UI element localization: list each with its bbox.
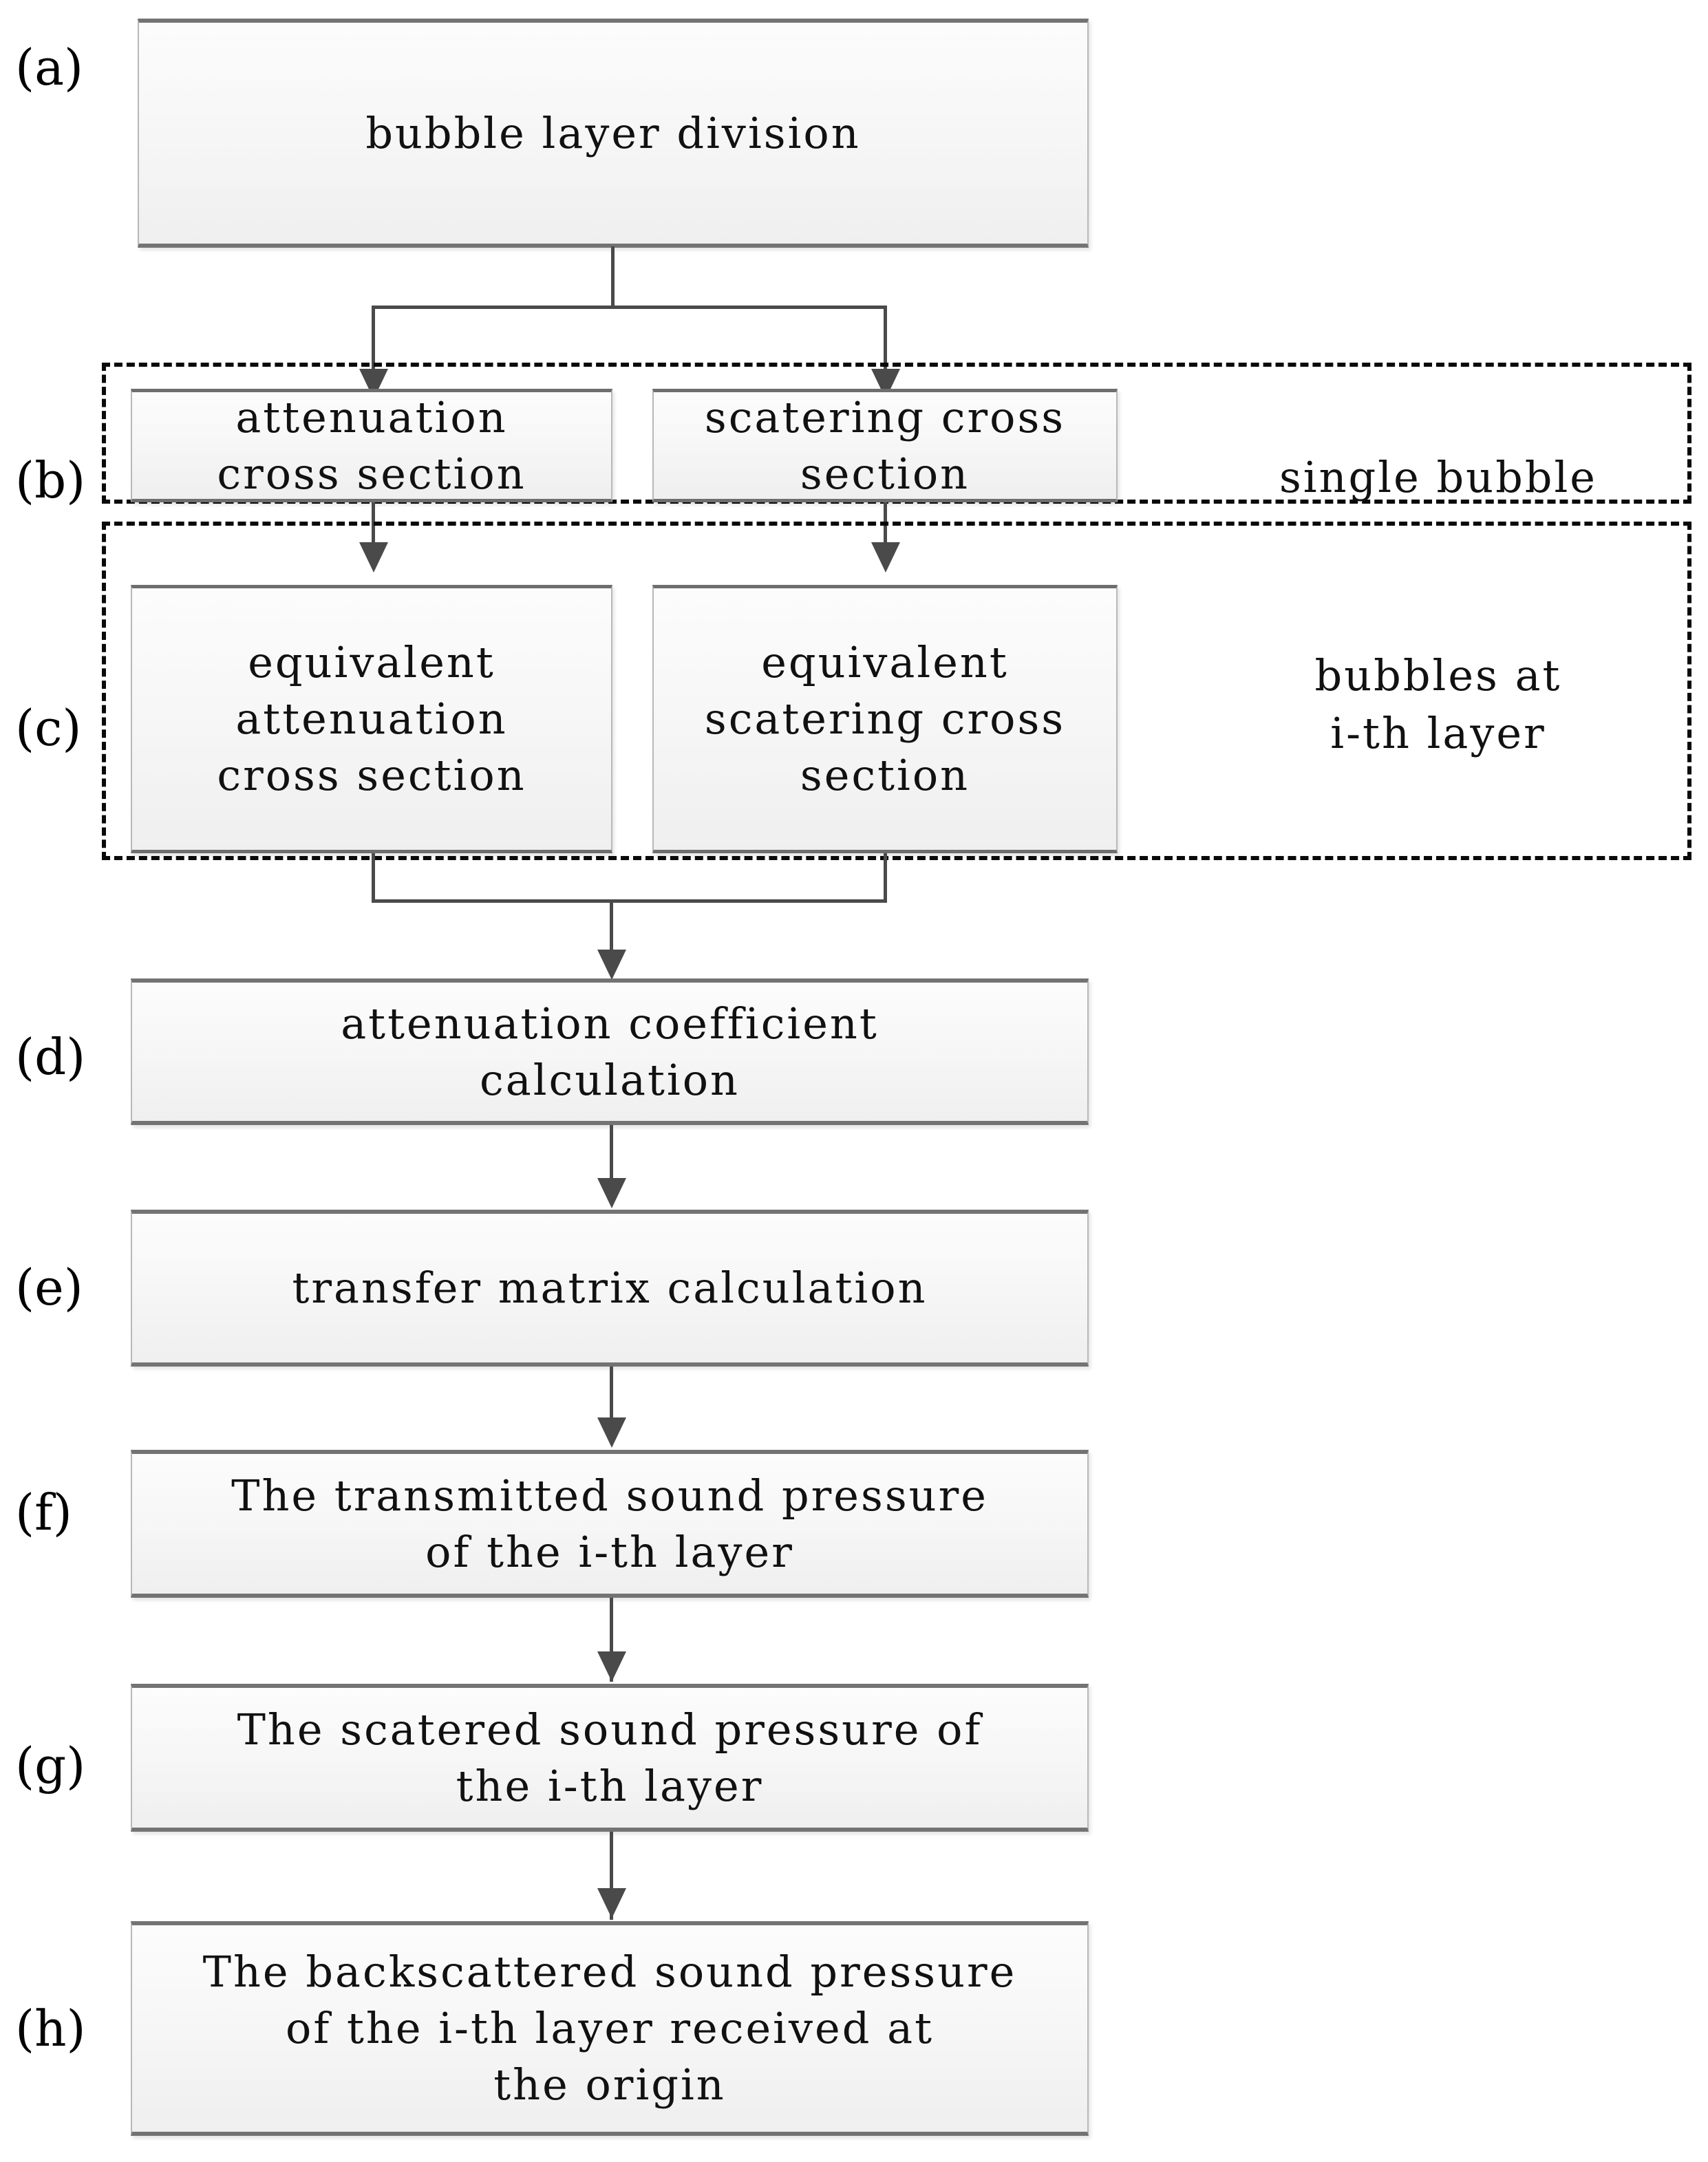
arrowhead-into-attenuation-coefficient-calculation [597,950,626,980]
connector-merge-to-d [610,899,613,961]
panel-label-b: (b) [15,451,86,509]
arrowhead-into-scatered-sound-pressure [597,1651,626,1682]
arrowhead-into-equivalent-attenuation-cross-section [359,542,388,572]
panel-label-f: (f) [15,1484,72,1541]
connector-c-left-merge-leg [372,853,375,903]
panel-label-d: (d) [15,1028,86,1086]
node-transfer-matrix-calculation[interactable]: transfer matrix calculation [131,1210,1089,1367]
panel-label-g: (g) [15,1737,86,1795]
panel-label-e: (e) [15,1259,83,1316]
arrowhead-into-backscattered-sound-pressure [597,1888,626,1918]
arrowhead-into-transfer-matrix-calculation [597,1178,626,1208]
connector-b-left-to-c-left [372,502,375,549]
connector-merge-bar [372,899,886,903]
connector-c-right-merge-leg [884,853,887,903]
connector-g-to-h [610,1832,613,1920]
panel-label-h: (h) [15,2000,86,2057]
group-caption-single-bubble: single bubble [1279,452,1597,502]
connector-split-right-leg [884,306,887,374]
panel-label-a: (a) [15,39,84,96]
node-bubble-layer-division[interactable]: bubble layer division [138,19,1089,248]
connector-b-right-to-c-right [884,502,887,549]
arrowhead-into-transmitted-sound-pressure [597,1417,626,1448]
arrowhead-into-equivalent-scatering-cross-section [871,542,900,572]
connector-e-to-f [610,1367,613,1442]
connector-d-to-e [610,1125,613,1194]
panel-label-c: (c) [15,699,82,757]
connector-split-bar [372,306,886,309]
connector-split-left-leg [372,306,375,374]
connector-a-to-split [611,246,615,308]
connector-f-to-g [610,1598,613,1682]
